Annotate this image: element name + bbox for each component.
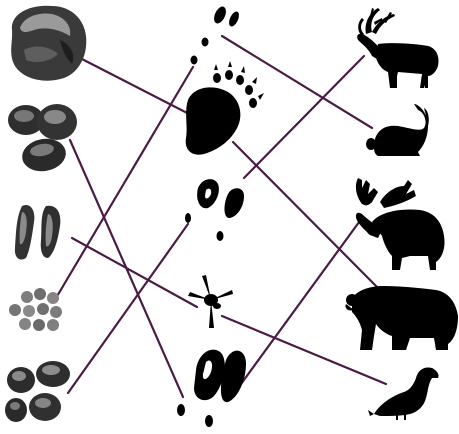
deer-hoof-track-icon xyxy=(185,179,244,241)
moose-icon xyxy=(356,178,445,270)
oval-pellets-dropping-icon xyxy=(8,104,77,175)
rock-dropping-icon xyxy=(11,6,86,81)
rabbit-track-icon xyxy=(191,5,242,65)
cylindrical-dropping-icon xyxy=(15,205,60,260)
grouse-icon xyxy=(368,367,439,420)
moose-hoof-track-icon xyxy=(177,350,246,427)
bear-icon xyxy=(345,286,458,350)
rabbit-icon xyxy=(366,104,429,156)
connection-d1-t2 xyxy=(78,57,193,116)
connection-t3-a1 xyxy=(244,56,364,178)
bird-track-icon xyxy=(188,275,233,328)
connection-d3-t4 xyxy=(72,238,197,307)
connection-t5-a3 xyxy=(241,218,362,384)
round-pellets-dropping-icon xyxy=(9,288,62,331)
reindeer-icon xyxy=(357,8,438,88)
bear-paw-track-icon xyxy=(186,61,264,155)
connection-t1-a2 xyxy=(222,36,372,128)
nugget-dropping-icon xyxy=(5,361,70,422)
